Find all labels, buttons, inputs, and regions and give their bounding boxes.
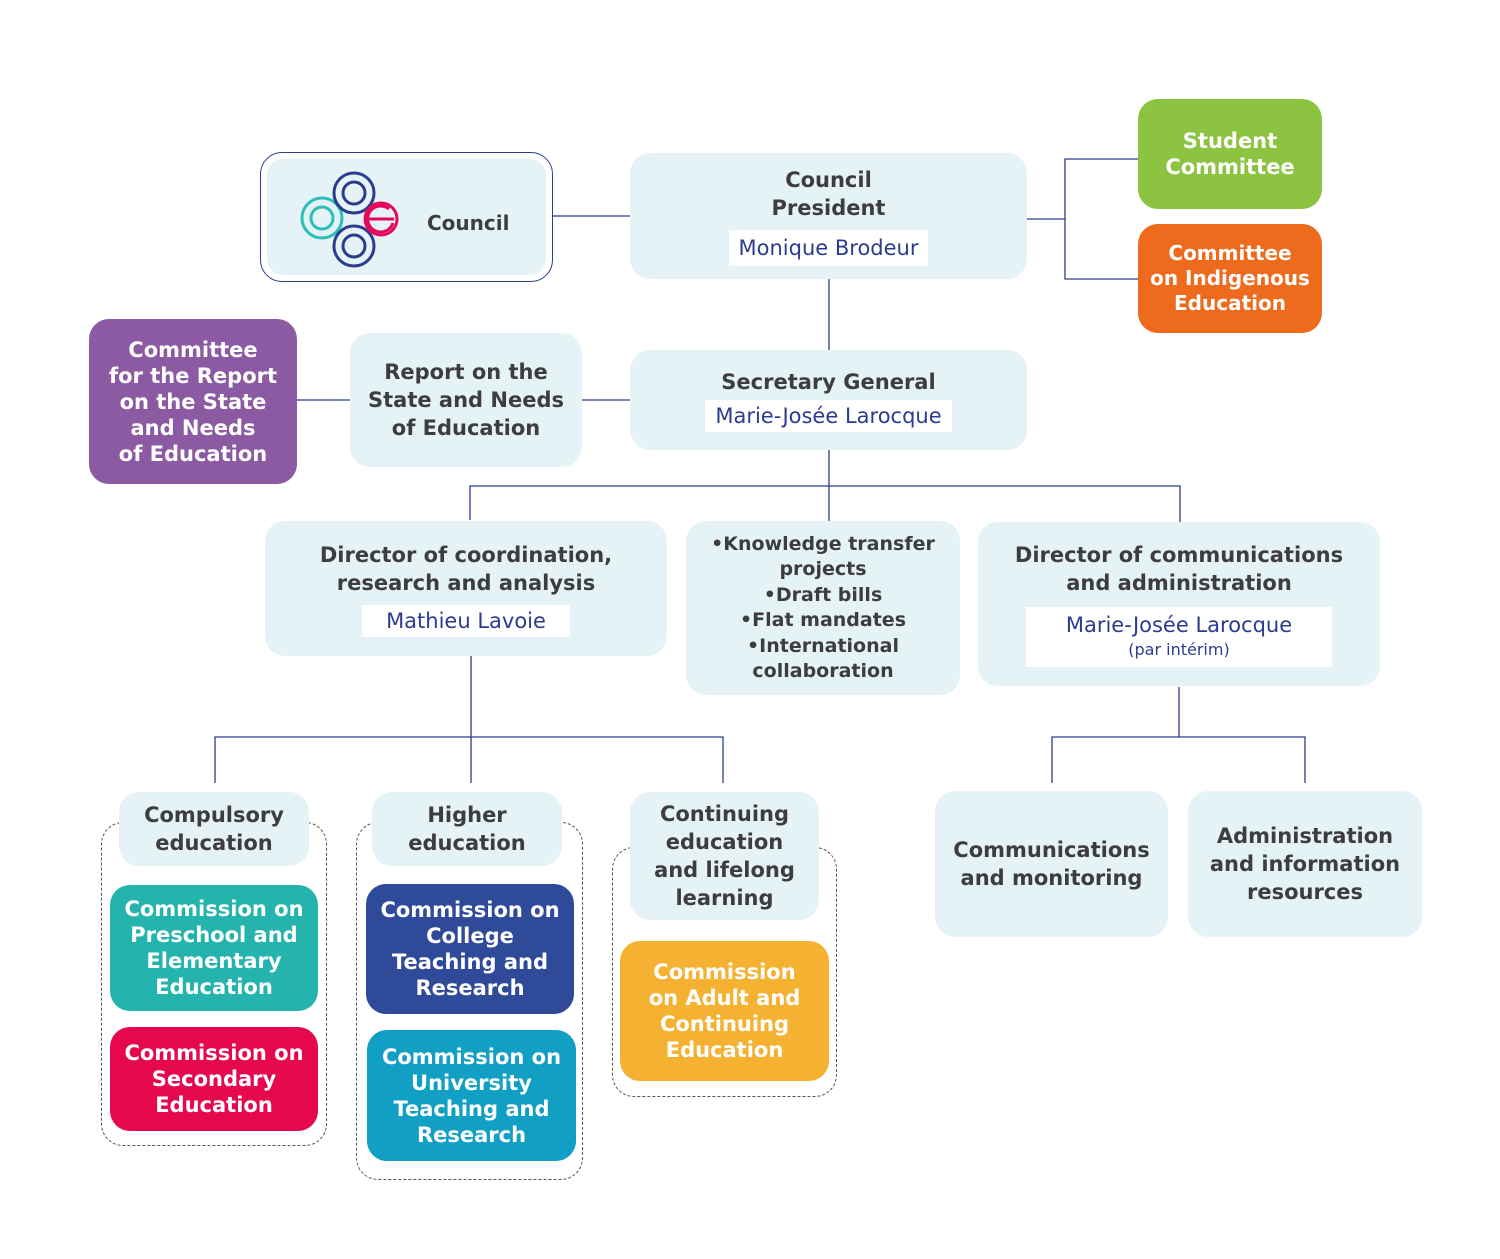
secretary-name: Marie-Josée Larocque	[705, 400, 952, 432]
administration-resources-box: Administration and information resources	[1188, 791, 1422, 937]
student-committee-label: Student Committee	[1165, 129, 1295, 179]
secretary-title: Secretary General	[721, 370, 936, 394]
continuing-education-box: Continuing education and lifelong learni…	[630, 792, 819, 920]
continuing-label: Continuing education and lifelong learni…	[654, 802, 795, 910]
director-communications-title: Director of communications and administr…	[1014, 543, 1344, 595]
project-item: •Flat mandates	[740, 609, 906, 631]
commission-adult-box: Commission on Adult and Continuing Educa…	[620, 941, 829, 1081]
commission-preschool-box: Commission on Preschool and Elementary E…	[110, 885, 318, 1011]
communications-monitoring-label: Communications and monitoring	[953, 838, 1150, 890]
student-committee-box: Student Committee	[1138, 99, 1322, 209]
connector-secretary-directors	[469, 485, 1181, 522]
higher-label: Higher education	[408, 803, 526, 855]
connector-comm-divisions	[1051, 736, 1306, 783]
report-committee-label: Committee for the Report on the State an…	[108, 337, 278, 466]
connector-coord-divisions	[214, 736, 724, 783]
cse-logo-icon	[300, 171, 399, 268]
council-label: Council	[427, 211, 510, 235]
commission-university-box: Commission on University Teaching and Re…	[367, 1030, 576, 1161]
communications-monitoring-box: Communications and monitoring	[935, 791, 1168, 937]
council-president-box: Council President Monique Brodeur	[630, 153, 1027, 279]
commission-adult-label: Commission on Adult and Continuing Educa…	[648, 960, 801, 1062]
report-label: Report on the State and Needs of Educati…	[368, 360, 564, 440]
administration-resources-label: Administration and information resources	[1209, 824, 1401, 904]
commission-secondary-box: Commission on Secondary Education	[110, 1027, 318, 1131]
indigenous-committee-box: Committee on Indigenous Education	[1138, 224, 1322, 333]
director-communications-note: (par intérim)	[1128, 640, 1230, 659]
director-coordination-title: Director of coordination, research and a…	[319, 542, 613, 595]
connector-committee-bracket	[1064, 158, 1138, 280]
project-item: •Knowledge transfer projects	[711, 532, 935, 581]
director-communications-name: Marie-Josée Larocque	[1065, 613, 1293, 637]
commission-university-label: Commission on University Teaching and Re…	[381, 1044, 562, 1147]
council-inner: Council	[267, 159, 546, 275]
director-communications-box: Director of communications and administr…	[978, 522, 1380, 686]
report-committee-box: Committee for the Report on the State an…	[89, 319, 297, 484]
commission-preschool-label: Commission on Preschool and Elementary E…	[124, 897, 304, 999]
commission-college-box: Commission on College Teaching and Resea…	[366, 884, 574, 1014]
indigenous-committee-label: Committee on Indigenous Education	[1150, 241, 1310, 315]
president-title: Council President	[771, 168, 886, 220]
projects-box: •Knowledge transfer projects •Draft bill…	[686, 521, 960, 695]
council-box: Council	[260, 152, 553, 282]
project-item: •International collaboration	[747, 634, 899, 683]
director-coordination-name: Mathieu Lavoie	[362, 604, 570, 637]
commission-college-label: Commission on College Teaching and Resea…	[380, 898, 560, 1000]
director-coordination-box: Director of coordination, research and a…	[265, 521, 667, 656]
director-communications-name-box: Marie-Josée Larocque (par intérim)	[1026, 607, 1332, 667]
compulsory-education-box: Compulsory education	[119, 792, 309, 866]
commission-secondary-label: Commission on Secondary Education	[124, 1041, 304, 1117]
secretary-general-box: Secretary General Marie-Josée Larocque	[630, 350, 1027, 450]
higher-education-box: Higher education	[372, 792, 562, 866]
project-item: •Draft bills	[763, 583, 883, 606]
compulsory-label: Compulsory education	[144, 803, 284, 855]
president-name: Monique Brodeur	[728, 230, 929, 266]
report-box: Report on the State and Needs of Educati…	[350, 333, 582, 467]
